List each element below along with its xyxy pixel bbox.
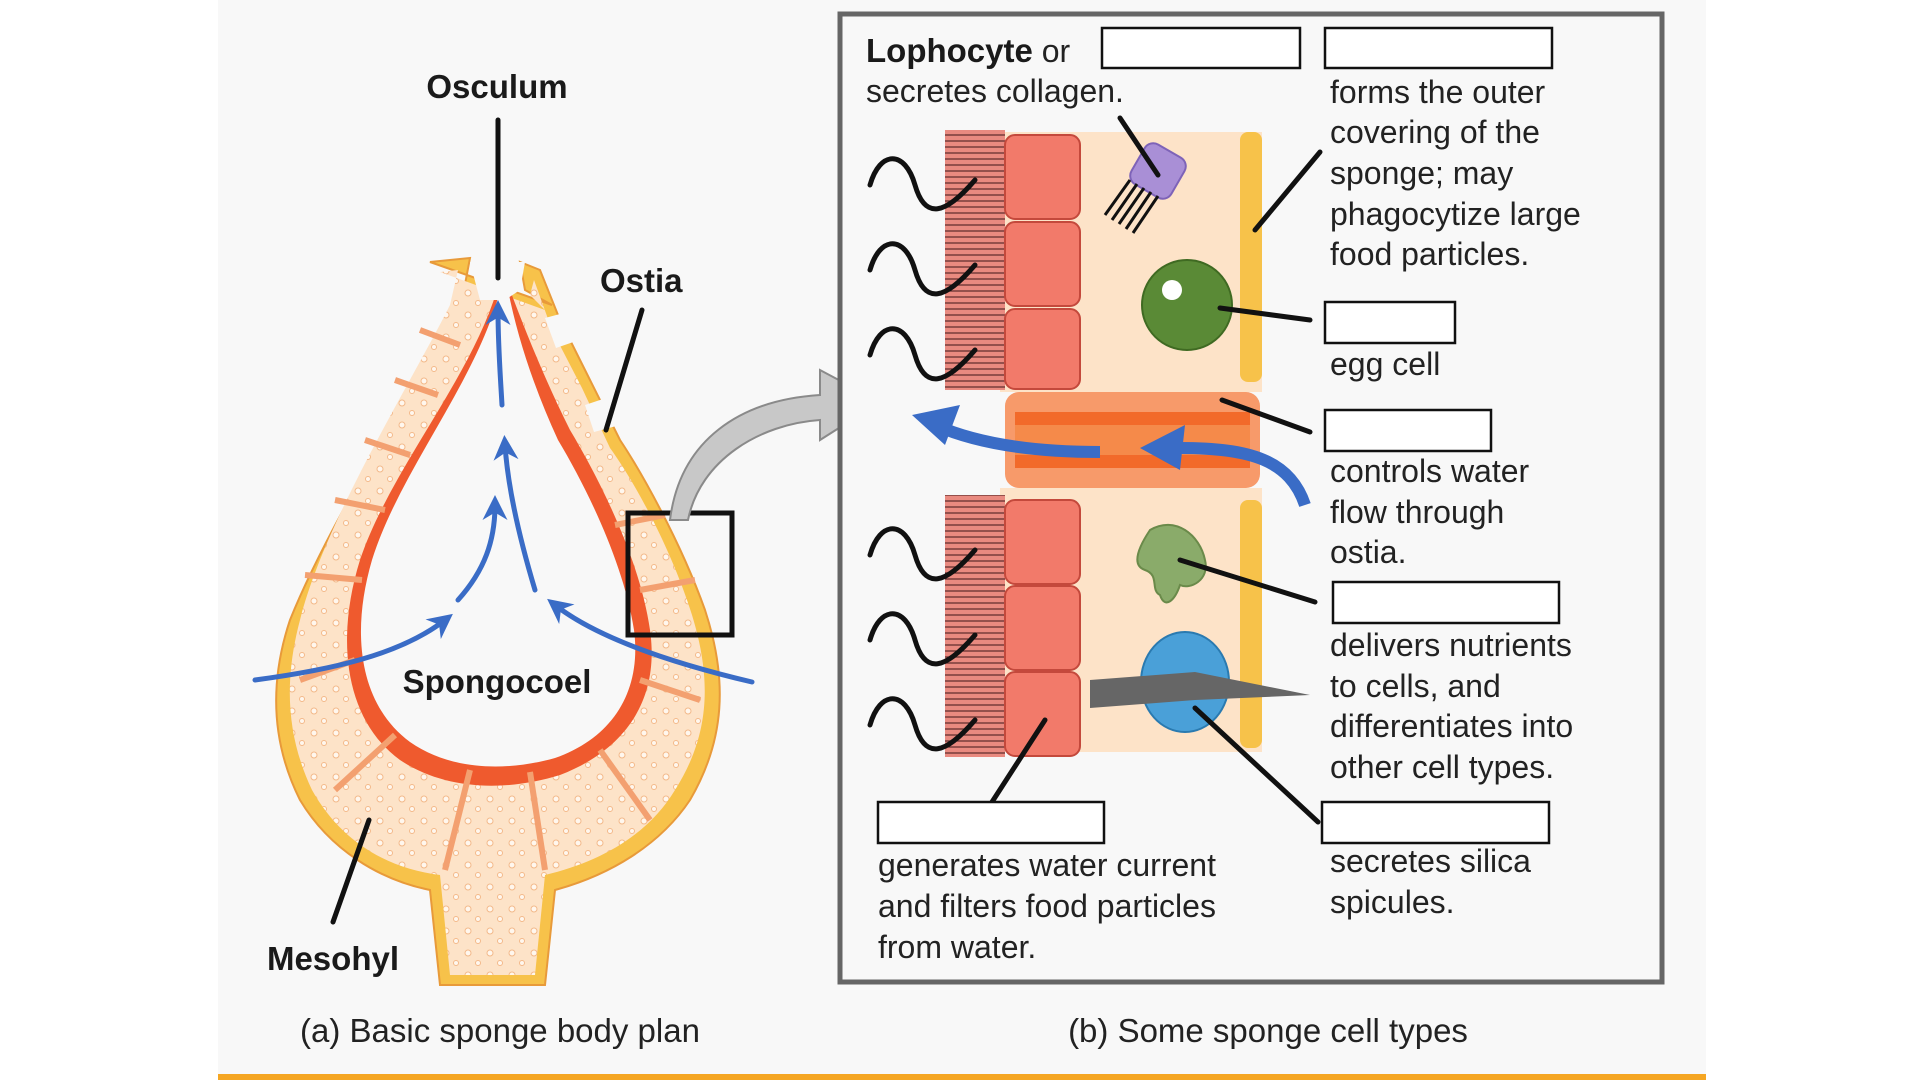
pinacocyte-layer-lower: [1240, 500, 1262, 748]
osculum-opening: [470, 262, 525, 300]
desc-line: delivers nutrients: [1330, 627, 1572, 663]
desc-line: differentiates into: [1330, 708, 1573, 744]
caption-a: (a) Basic sponge body plan: [300, 1012, 700, 1049]
choanocyte-column-upper: [945, 130, 1081, 390]
choanocyte-cell: [1004, 134, 1081, 220]
desc-line: flow through: [1330, 494, 1504, 530]
flagella: [867, 156, 978, 752]
flow-arrow-into-pore: [1179, 442, 1311, 508]
desc-line: to cells, and: [1330, 668, 1501, 704]
answer-blank-lophocyte-alt[interactable]: [1100, 26, 1302, 70]
desc-line: generates water current: [878, 847, 1216, 883]
ostia-leader-line: [603, 307, 645, 433]
sponge-body-plan: Osculum Ostia Spongocoel Mesohyl (a) Bas…: [252, 68, 882, 1049]
pinacocyte-layer-upper: [1240, 132, 1262, 382]
lophocyte-term: Lophocyte: [866, 32, 1033, 69]
answer-blank-pinacocyte[interactable]: [1323, 26, 1554, 70]
choanocyte-column-lower: [945, 495, 1081, 757]
ostium-gap: [545, 310, 585, 348]
desc-line: from water.: [878, 929, 1036, 965]
porocyte-flow-arrows: [932, 419, 1311, 508]
choanocyte-cell: [1004, 221, 1081, 307]
lophocyte-connector: or: [1033, 33, 1071, 69]
choanocyte-cell: [1004, 308, 1081, 390]
desc-line: ostia.: [1330, 534, 1406, 570]
desc-line: secretes silica: [1330, 843, 1531, 879]
answer-blank-sclerocyte[interactable]: [1320, 800, 1551, 845]
answer-blank-amoebocyte[interactable]: [1331, 580, 1561, 625]
water-flow-arrows: [252, 300, 755, 685]
lophocyte-label-line1: Lophocyte or: [866, 32, 1071, 69]
desc-line: phagocytize large: [1330, 196, 1581, 232]
mesohyl-leader-line: [330, 817, 372, 925]
desc-line: other cell types.: [1330, 749, 1554, 785]
egg-nucleus: [1162, 280, 1182, 300]
bottom-accent-band: [218, 1074, 1706, 1080]
desc-line: food particles.: [1330, 236, 1529, 272]
flow-arrow-up-1: [455, 495, 508, 603]
desc-line: controls water: [1330, 453, 1530, 489]
desc-line: sponge; may: [1330, 155, 1513, 191]
flow-arrow-up-3: [485, 300, 511, 408]
answer-blank-porocyte[interactable]: [1323, 408, 1493, 453]
answer-blank-choanocyte[interactable]: [876, 800, 1106, 845]
pinacocyte-description: forms the outer covering of the sponge; …: [1330, 74, 1581, 272]
choanocyte-cell: [1004, 671, 1081, 757]
caption-b: (b) Some sponge cell types: [1068, 1012, 1468, 1049]
egg-cell: [1141, 259, 1233, 351]
flow-arrow-out-pore: [932, 419, 1101, 458]
flow-arrowhead: [912, 405, 960, 445]
sponge-cell-types: Lophocyte or secretes collagen. forms th…: [837, 11, 1665, 1049]
spicule: [1090, 672, 1310, 708]
choanocyte-cell: [1004, 585, 1081, 671]
label-mesohyl: Mesohyl: [267, 940, 399, 977]
spongocoel-space: [360, 290, 636, 767]
flow-arrowhead: [1140, 425, 1185, 470]
amoebocyte-cell: [1136, 523, 1207, 604]
lophocyte-description: secretes collagen.: [866, 73, 1124, 109]
oocyte-description: egg cell: [1330, 346, 1440, 382]
label-osculum: Osculum: [426, 68, 567, 105]
desc-line: forms the outer: [1330, 74, 1546, 110]
choanocyte-cell: [1004, 499, 1081, 585]
label-spongocoel: Spongocoel: [403, 663, 592, 700]
desc-line: and filters food particles: [878, 888, 1216, 924]
collar-microvilli: [945, 495, 1005, 757]
answer-blank-oocyte[interactable]: [1323, 300, 1457, 345]
collar-microvilli: [945, 130, 1005, 390]
desc-line: covering of the: [1330, 114, 1540, 150]
flow-arrow-up-2: [493, 435, 538, 593]
desc-line: spicules.: [1330, 884, 1455, 920]
flow-arrow-right-in: [547, 598, 755, 685]
flow-arrow-left-in: [252, 613, 453, 683]
cell-leader-lines: [989, 115, 1323, 825]
label-ostia: Ostia: [600, 262, 683, 299]
